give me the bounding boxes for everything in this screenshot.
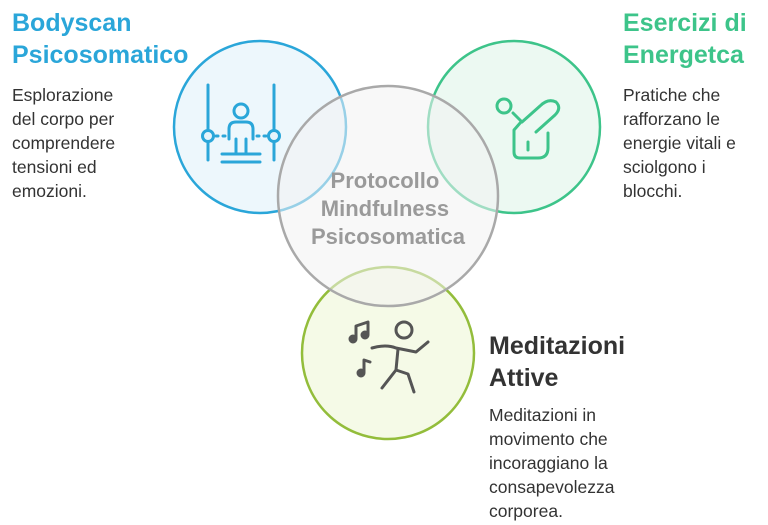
bodyscan-description: Esplorazione del corpo per comprendere t… <box>12 85 116 201</box>
protocol-center-circle <box>276 84 500 308</box>
energetica-description: Pratiche che rafforzano le energie vital… <box>623 85 736 201</box>
balance-person-icon <box>201 83 281 164</box>
center-label-line: Psicosomatica <box>311 224 466 249</box>
meditazioni-title: Meditazioni Attive <box>489 332 626 392</box>
energetica-title: Esercizi di Energetca <box>623 9 747 69</box>
center-label-line: Mindfulness <box>321 196 449 221</box>
center-label: Protocollo Mindfulness Psicosomatica <box>311 168 466 249</box>
meditazioni-description: Meditazioni in movimento che incoraggian… <box>489 405 615 521</box>
stretching-person-icon <box>495 97 561 160</box>
dancing-person-icon <box>348 320 430 394</box>
center-label-line: Protocollo <box>331 168 440 193</box>
bodyscan-title: Bodyscan Psicosomatico <box>12 9 189 69</box>
